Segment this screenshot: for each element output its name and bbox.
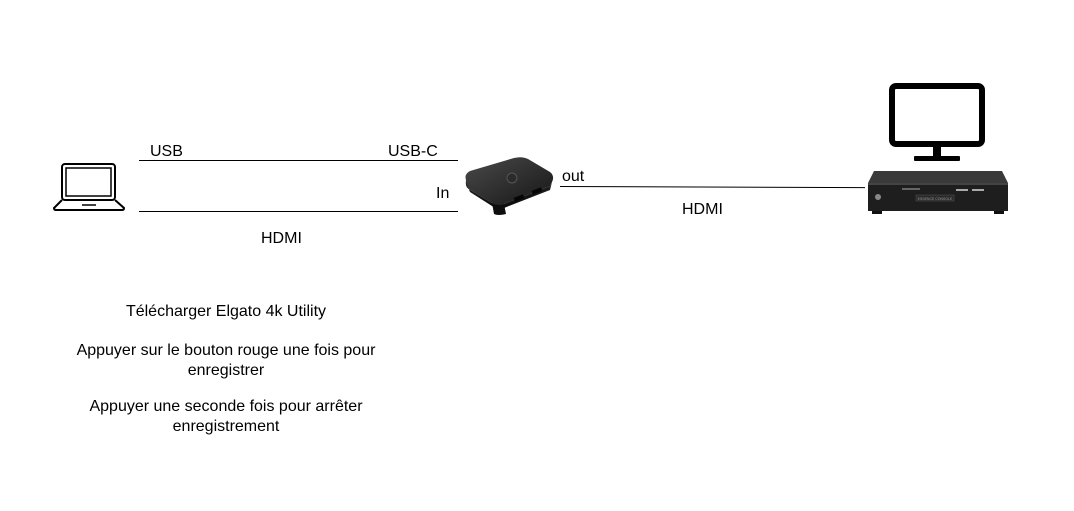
usb-cable-line — [139, 160, 458, 161]
hdmi-in-label: HDMI — [261, 230, 302, 247]
out-label: out — [562, 168, 585, 185]
usb-label: USB — [150, 143, 183, 160]
in-label: In — [436, 185, 450, 202]
instruction-step-3: Appuyer une seconde fois pour arrêter en… — [89, 398, 363, 435]
capture-card-icon — [465, 157, 554, 215]
hdmi-out-cable-line — [559, 186, 865, 189]
console-label: ESSENCE CONSOLE — [918, 197, 953, 201]
laptop-icon — [52, 163, 126, 211]
hdmi-in-cable-line — [139, 211, 458, 212]
usbc-label: USB-C — [388, 143, 438, 160]
hdmi-out-label: HDMI — [682, 201, 723, 218]
monitor-icon — [889, 83, 985, 161]
instruction-step-1: Télécharger Elgato 4k Utility — [125, 303, 327, 320]
instruction-step-2: Appuyer sur le bouton rouge une fois pou… — [76, 342, 376, 379]
console-icon: ESSENCE CONSOLE — [868, 171, 1008, 214]
